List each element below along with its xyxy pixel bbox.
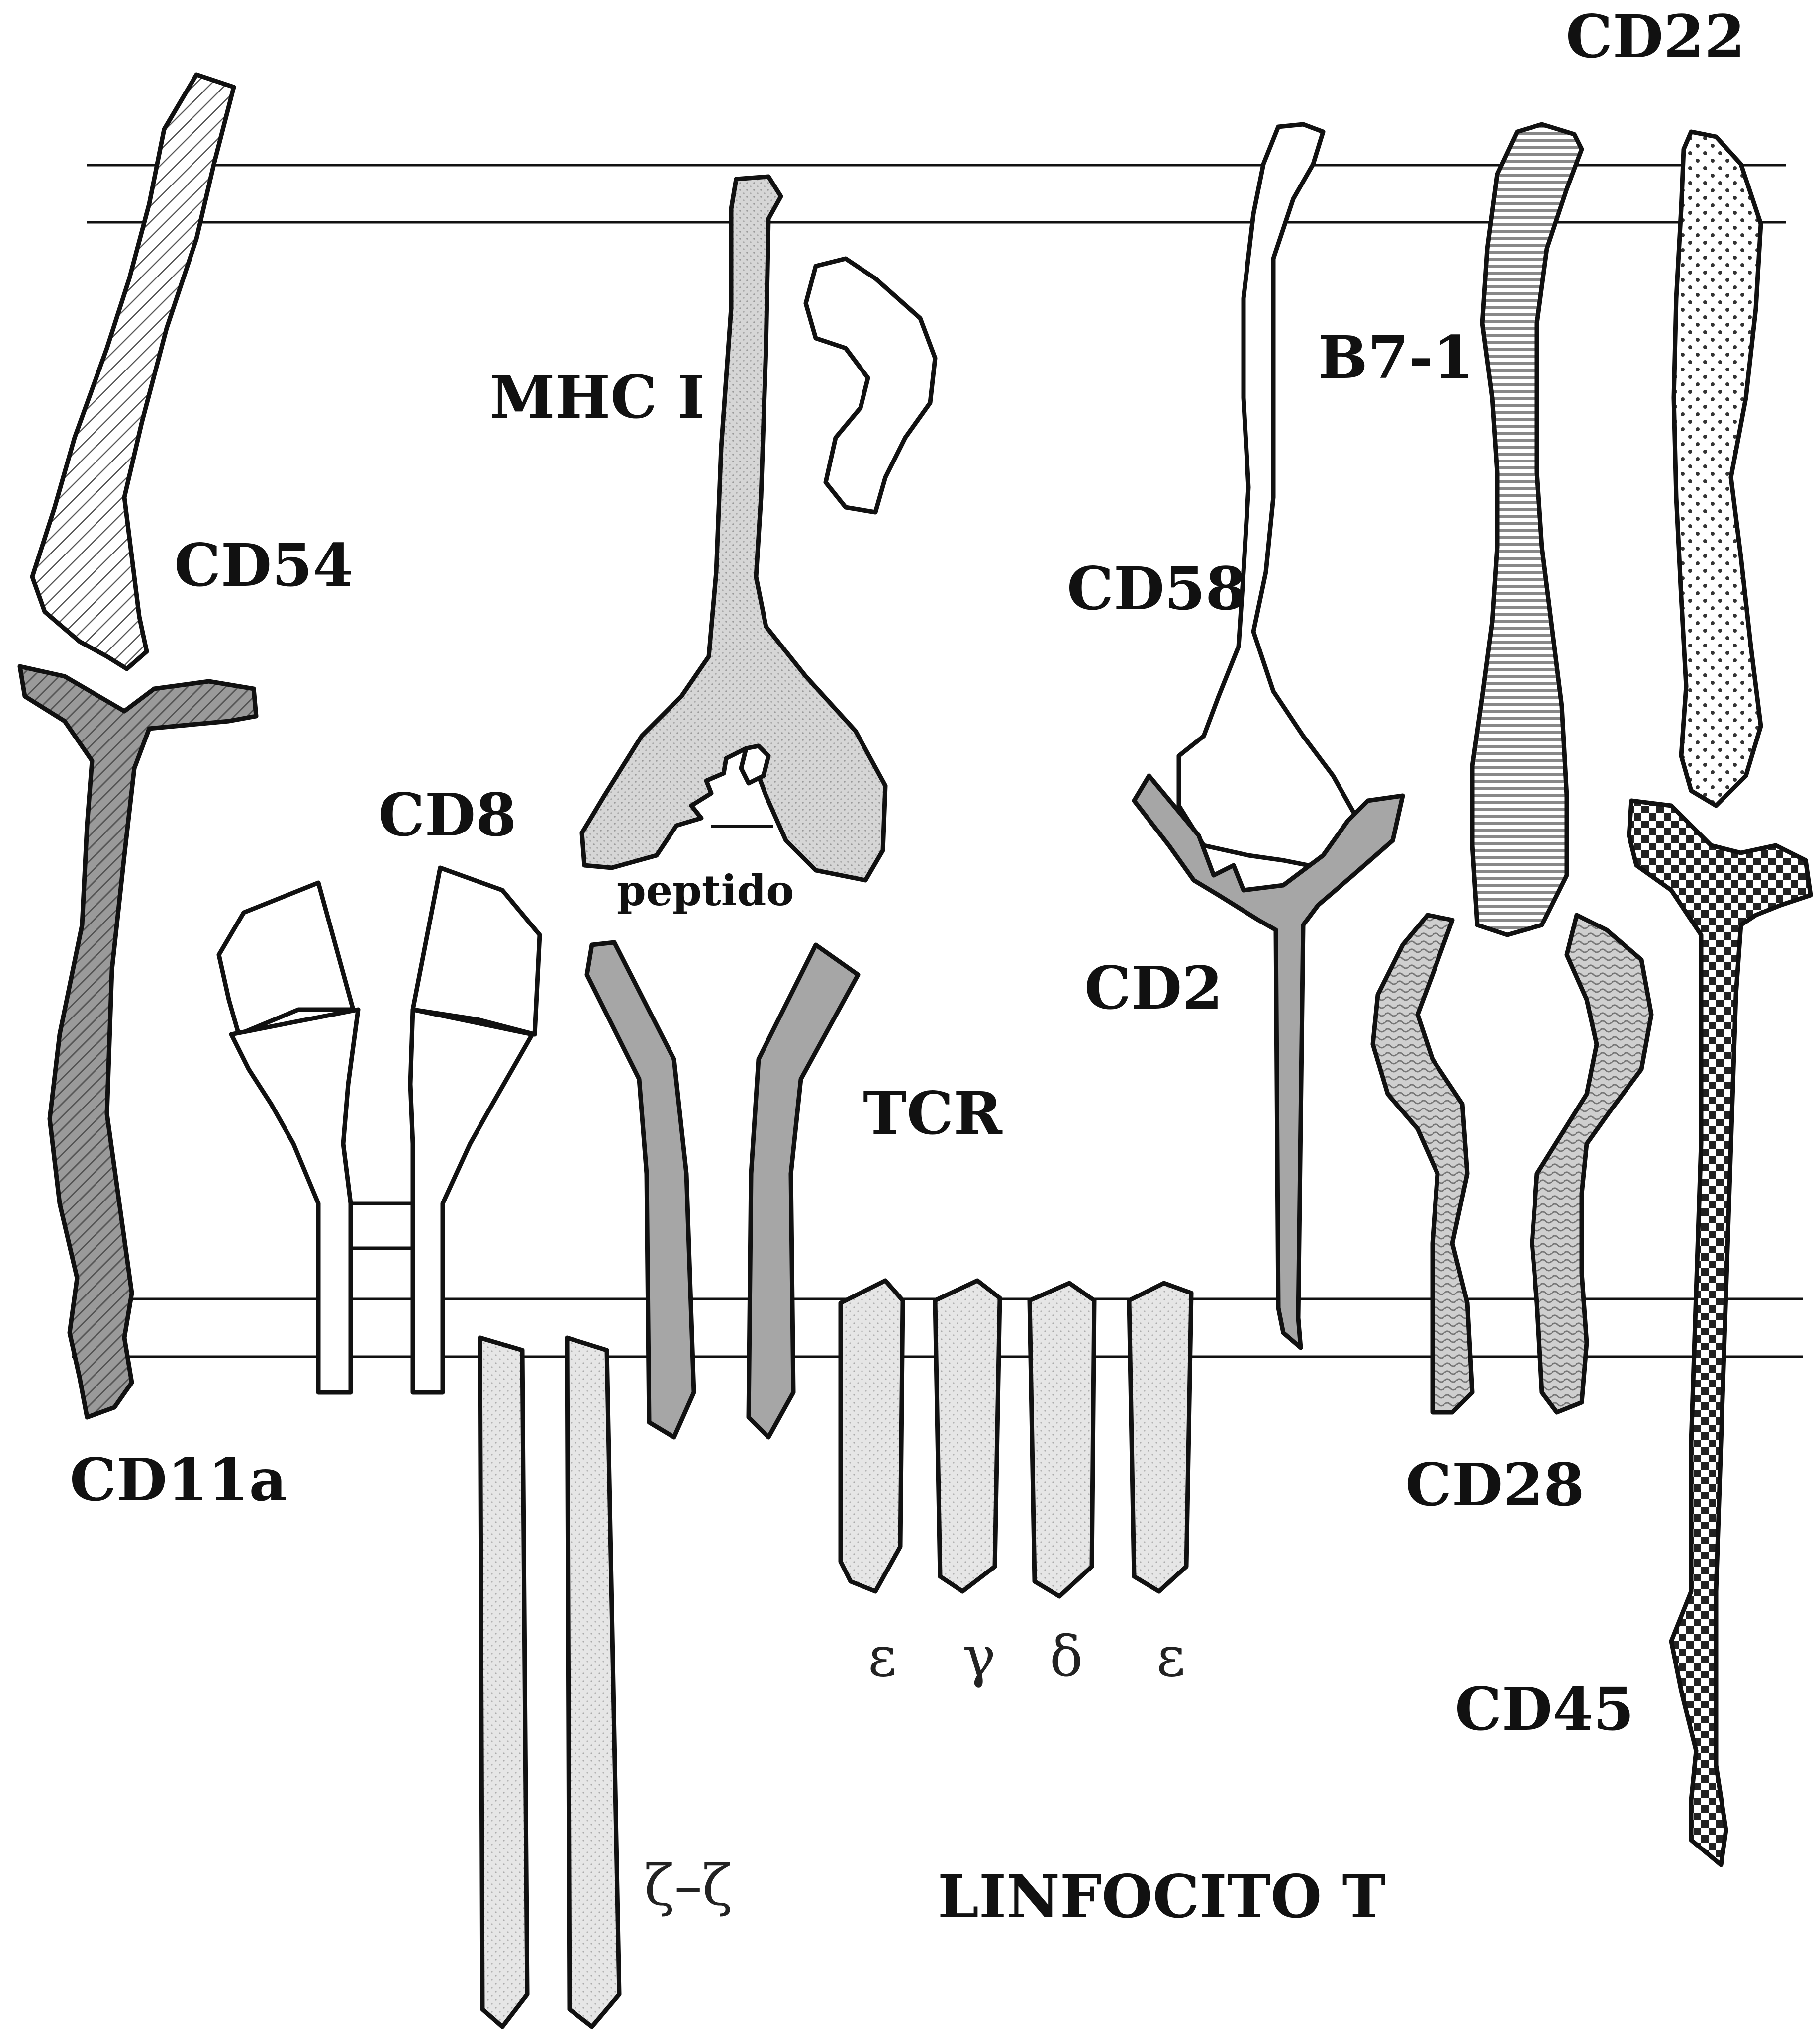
- cd11a-molecule: [20, 666, 256, 1417]
- cd3-epsilon-2: [1129, 1283, 1191, 1591]
- cd3-epsilon-1: [841, 1281, 903, 1591]
- cd58-molecule: [1179, 124, 1355, 865]
- cd28-right-chain: [1532, 915, 1651, 1412]
- label-mhc-i: MHC I: [490, 363, 705, 432]
- label-cd11a: CD11a: [70, 1445, 287, 1514]
- label-cd2: CD2: [1084, 953, 1223, 1022]
- greek-delta: δ: [1050, 1625, 1083, 1689]
- peptide-bump: [741, 746, 768, 783]
- cd8-right-chain: [410, 1010, 532, 1392]
- label-cell: LINFOCITO T: [938, 1862, 1386, 1931]
- cd8-right-head: [413, 868, 540, 1034]
- cd8-left-head: [219, 883, 353, 1034]
- label-tcr: TCR: [863, 1079, 1003, 1148]
- cd8-left-chain: [231, 1010, 358, 1392]
- cd3-delta: [1030, 1283, 1094, 1596]
- label-peptide: peptido: [617, 866, 794, 915]
- greek-epsilon-1: ε: [868, 1625, 897, 1689]
- label-cd8: CD8: [378, 780, 516, 849]
- label-cd54: CD54: [174, 531, 353, 600]
- cd8-dimer: [219, 868, 540, 1392]
- label-cd28: CD28: [1405, 1450, 1584, 1519]
- cd22-molecule: [1674, 132, 1761, 806]
- greek-epsilon-2: ε: [1156, 1625, 1185, 1689]
- label-cd58: CD58: [1067, 554, 1246, 623]
- greek-zeta: ζ–ζ: [644, 1853, 732, 1918]
- cd45-molecule: [1629, 801, 1811, 1865]
- cd3-gamma: [935, 1281, 1000, 1591]
- b7-1-molecule: [1472, 124, 1582, 935]
- label-cd45: CD45: [1455, 1674, 1634, 1744]
- beta2-microglobulin: [806, 259, 935, 512]
- greek-gamma: γ: [962, 1625, 996, 1689]
- cd2-molecule: [1134, 776, 1403, 1348]
- label-cd22: CD22: [1566, 2, 1745, 71]
- zeta-chain-right: [567, 1338, 619, 2027]
- zeta-chain-left: [480, 1338, 527, 2027]
- label-b7-1: B7-1: [1318, 323, 1474, 392]
- cd28-left-chain: [1373, 915, 1472, 1412]
